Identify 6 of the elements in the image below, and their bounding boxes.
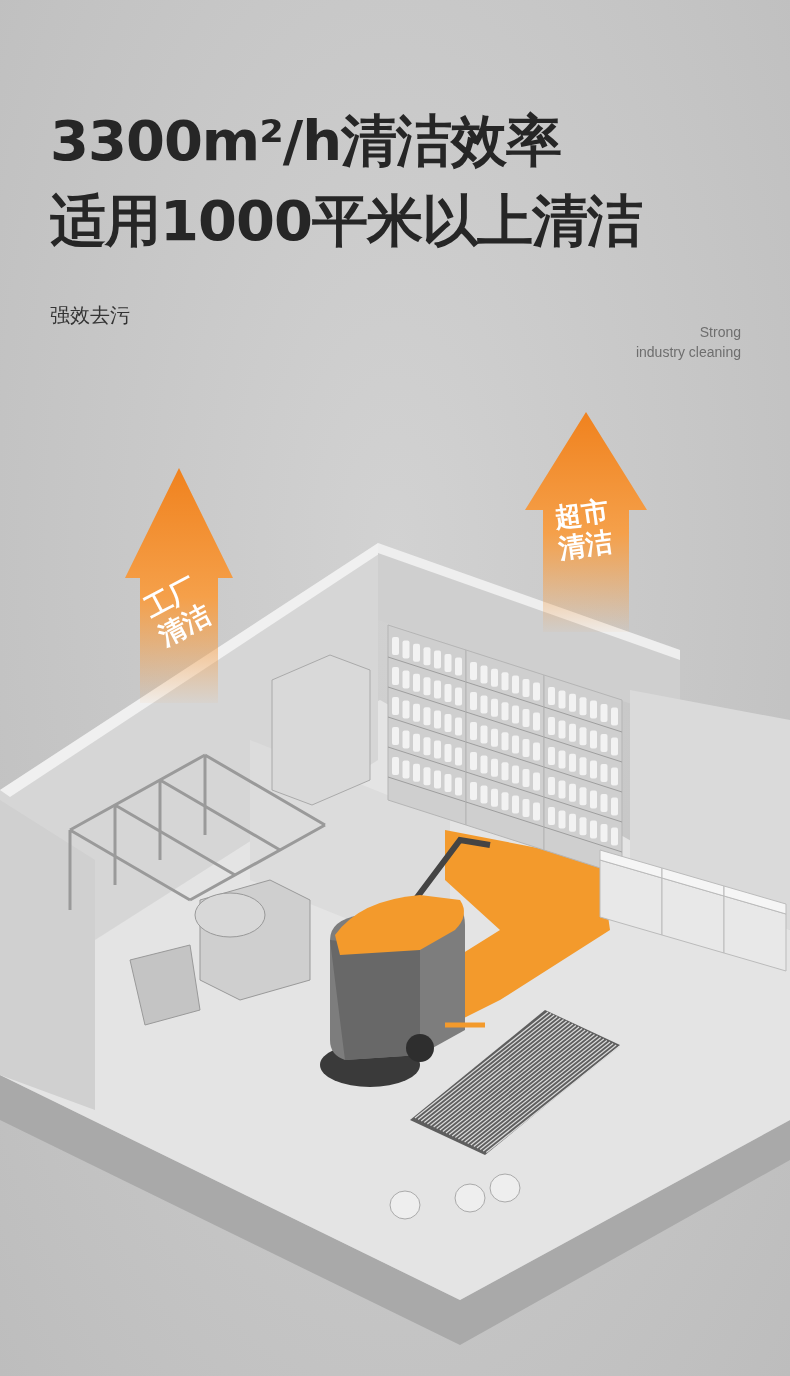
arrow-label: 工厂清洁 — [137, 570, 217, 652]
tagline: 强效去污 — [50, 302, 130, 329]
subheadline: 适用1000平米以上清洁 — [50, 193, 642, 249]
english-tagline: Strong industry cleaning — [635, 323, 741, 362]
headline: 3300m²/h清洁效率 — [50, 113, 562, 169]
arrow-label: 超市清洁 — [551, 494, 616, 564]
